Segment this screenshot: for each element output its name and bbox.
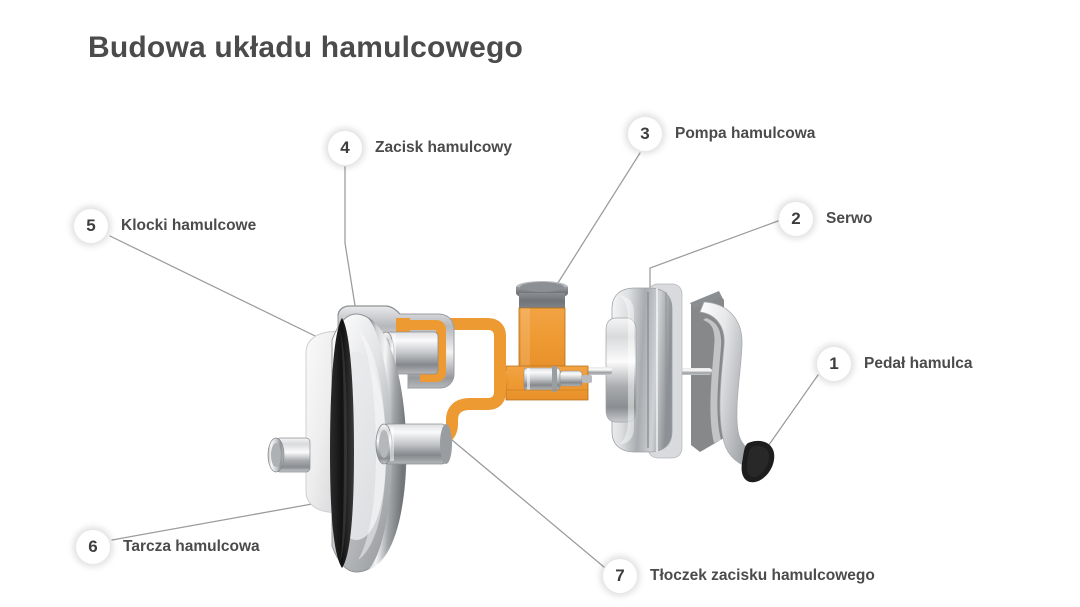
leader-line-5 <box>109 235 349 353</box>
leader-line-7 <box>451 439 605 568</box>
leader-line-3 <box>555 152 641 287</box>
callout-2-badge[interactable]: 2 <box>779 202 813 236</box>
callout-5-label: Klocki hamulcowe <box>121 217 257 234</box>
leader-line-1 <box>765 374 819 450</box>
leader-line-6 <box>111 503 313 541</box>
callout-7[interactable]: 7 Tłoczek zacisku hamulcowego <box>603 559 875 593</box>
master-cylinder-group <box>501 281 592 401</box>
callout-7-label: Tłoczek zacisku hamulcowego <box>650 567 875 584</box>
callout-4-badge[interactable]: 4 <box>328 131 362 165</box>
callout-4[interactable]: 4 Zacisk hamulcowy <box>328 131 512 165</box>
callout-2-label: Serwo <box>826 210 873 227</box>
callout-5-badge[interactable]: 5 <box>74 209 108 243</box>
callout-3-label: Pompa hamulcowa <box>675 125 816 142</box>
callout-7-badge[interactable]: 7 <box>603 559 637 593</box>
vacuum-booster-group <box>576 283 712 459</box>
callout-3-badge[interactable]: 3 <box>628 117 662 151</box>
callout-1-badge[interactable]: 1 <box>817 347 851 381</box>
leader-line-4 <box>344 166 358 319</box>
page-title: Budowa układu hamulcowego <box>88 31 524 64</box>
callout-1[interactable]: 1 Pedał hamulca <box>817 347 973 381</box>
callout-4-label: Zacisk hamulcowy <box>375 139 512 156</box>
callout-3[interactable]: 3 Pompa hamulcowa <box>628 117 815 151</box>
caliper-piston-lower <box>375 423 452 465</box>
callout-1-label: Pedał hamulca <box>864 355 973 372</box>
brake-assembly-group <box>267 305 455 573</box>
callout-6-label: Tarcza hamulcowa <box>123 538 260 555</box>
callout-2[interactable]: 2 Serwo <box>779 202 873 236</box>
callout-6[interactable]: 6 Tarcza hamulcowa <box>76 530 260 564</box>
brake-pedal-group <box>690 291 775 483</box>
callout-5[interactable]: 5 Klocki hamulcowe <box>74 209 256 243</box>
callout-6-badge[interactable]: 6 <box>76 530 110 564</box>
